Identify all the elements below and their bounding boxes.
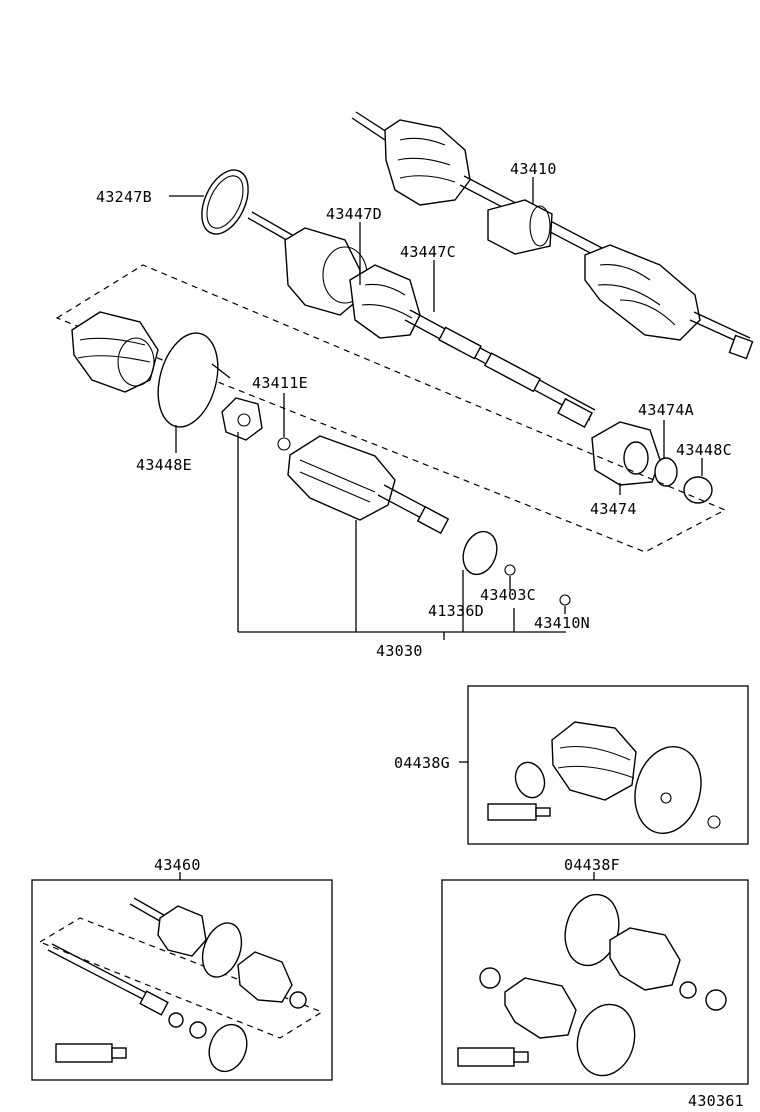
label-43447d: 43447D <box>326 205 382 223</box>
label-04438f: 04438F <box>564 856 620 874</box>
label-43447c: 43447C <box>400 243 456 261</box>
boot-kit-parts <box>71 311 571 606</box>
diagram-code: 430361 <box>688 1092 744 1110</box>
kit-box-04438g <box>467 685 749 845</box>
boot-kit-04438g-parts <box>487 721 721 835</box>
label-43403c: 43403C <box>480 586 536 604</box>
label-43448c: 43448C <box>676 441 732 459</box>
label-43410: 43410 <box>510 160 557 178</box>
kit-boundary-43030 <box>55 264 727 553</box>
drive-shaft-assembly <box>351 111 754 360</box>
label-43448e: 43448E <box>136 456 192 474</box>
label-43411e: 43411E <box>252 374 308 392</box>
kit-box-43460 <box>31 879 333 1081</box>
label-41336d: 41336D <box>428 602 484 620</box>
shaft-kit-43460-parts <box>38 897 324 1073</box>
label-43460: 43460 <box>154 856 201 874</box>
snap-ring-43247b <box>201 169 249 235</box>
damper-43474 <box>591 421 713 504</box>
kit-box-04438f <box>441 879 749 1085</box>
leader-lines <box>169 177 703 640</box>
boot-kit-04438f-parts <box>457 893 727 1077</box>
label-43474a: 43474A <box>638 401 694 419</box>
label-43474: 43474 <box>590 500 637 518</box>
label-43247b: 43247B <box>96 188 152 206</box>
shaft-43447 <box>247 211 596 429</box>
label-43030: 43030 <box>376 642 423 660</box>
label-04438g: 04438G <box>394 754 450 772</box>
label-43410n: 43410N <box>534 614 590 632</box>
